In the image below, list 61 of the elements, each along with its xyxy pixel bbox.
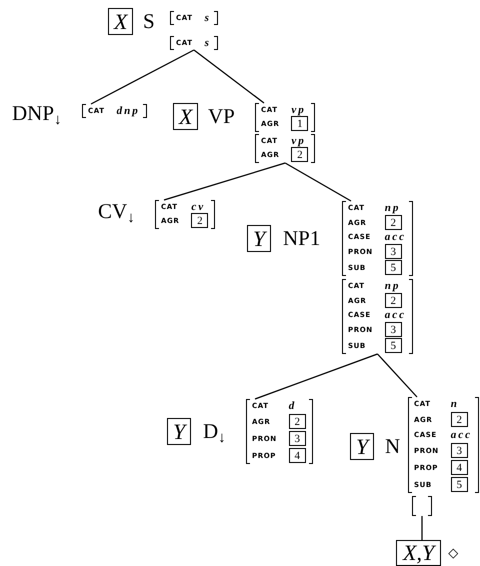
feature-structure (82, 104, 147, 118)
feature-value: n (450, 398, 460, 410)
feature-value: acc (384, 231, 406, 243)
feature-structure (342, 279, 413, 354)
tag-box: X (173, 103, 198, 130)
feature-value: acc (450, 429, 472, 441)
tag-box: Y (167, 418, 192, 445)
category-label: CV$_{↓}$ (98, 198, 135, 231)
feature-value: np (384, 280, 402, 292)
tree-branch (90, 49, 194, 105)
category-label: NP1 (283, 225, 320, 251)
feature-value: s (204, 12, 211, 24)
coindex-box: 2 (384, 293, 402, 308)
feature-structure (255, 134, 316, 163)
category-label: S (143, 8, 155, 34)
anchor-box: X,Y (396, 540, 442, 566)
category-label: DNP$_{↓}$ (12, 100, 62, 133)
coindex-box: 2 (450, 412, 468, 427)
coindex-box: 3 (384, 322, 402, 337)
category-label: D$_{↓}$ (203, 418, 226, 451)
coindex-box: 3 (450, 443, 468, 458)
feature-value: np (384, 202, 402, 214)
coindex-box: 4 (450, 460, 468, 475)
coindex-box: 5 (450, 477, 468, 492)
tag-box: Y (247, 225, 272, 252)
coindex-box: 5 (384, 260, 402, 275)
feature-structure (170, 36, 218, 50)
tree-branch (421, 516, 423, 540)
feature-structure (246, 399, 313, 464)
feature-value: dnp (116, 105, 140, 117)
feature-value: vp (291, 135, 307, 147)
feature-value: acc (384, 309, 406, 321)
feature-structure (408, 397, 479, 493)
empty-feature-bracket (412, 496, 432, 516)
tag-box: Y (350, 433, 374, 460)
category-label: N (385, 433, 400, 459)
tree-branch (284, 162, 352, 202)
tree-branch (194, 50, 264, 104)
coindex-box: 3 (384, 244, 402, 259)
category-label: VP (208, 103, 235, 129)
feature-structure (342, 201, 413, 276)
tag-box: X (108, 8, 134, 35)
anchor-mark: ◇ (448, 546, 458, 560)
coindex-box: 2 (384, 215, 402, 230)
coindex-box: 3 (288, 431, 306, 446)
feature-value: vp (291, 104, 307, 116)
coindex-box: 1 (291, 116, 308, 131)
feature-value: s (204, 37, 211, 49)
feature-value: cv (191, 201, 206, 213)
feature-structure (255, 103, 316, 132)
coindex-box: 2 (288, 414, 306, 429)
feature-structure (170, 11, 218, 25)
coindex-box: 2 (191, 213, 208, 228)
tree-branch (164, 162, 286, 201)
coindex-box: 2 (291, 147, 308, 162)
feature-structure (155, 200, 216, 229)
tree-branch (254, 353, 378, 400)
coindex-box: 5 (384, 338, 402, 353)
tree-branch (377, 354, 418, 398)
feature-value: d (288, 400, 298, 412)
coindex-box: 4 (288, 448, 306, 463)
